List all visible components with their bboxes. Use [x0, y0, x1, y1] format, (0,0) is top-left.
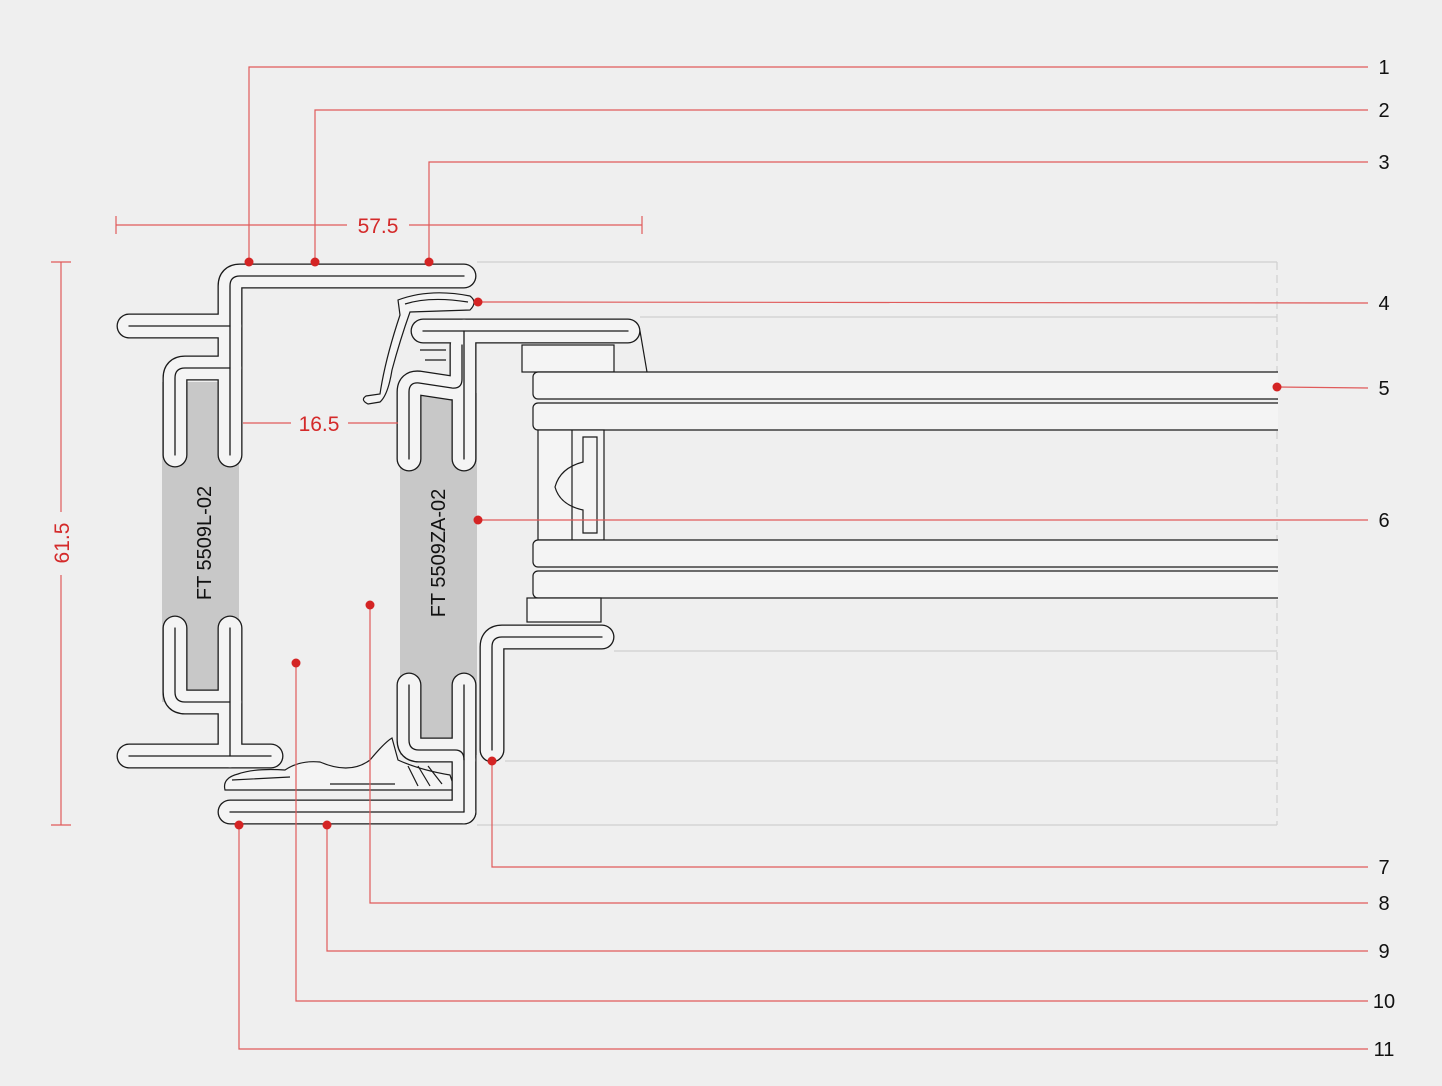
callout-dot-1: [244, 257, 254, 267]
reference-lines: [477, 261, 1278, 826]
profile-tube: [174, 627, 231, 703]
dimension-gap: 16.5: [243, 413, 398, 436]
callout-number-10: 10: [1373, 991, 1395, 1013]
aluminium-profiles: [116, 263, 641, 825]
profile-tube: [479, 624, 615, 763]
callout-dot-9: [322, 820, 332, 830]
profile-tube: [408, 344, 463, 460]
profile-tube: [408, 684, 465, 761]
callout-leader-7: [491, 761, 1368, 868]
gasket-top: [362, 292, 475, 405]
callout-dot-3: [424, 257, 434, 267]
part-code-right: FT 5509ZA-02: [428, 489, 450, 618]
gasket-bottom: [223, 737, 456, 791]
callout-dot-2: [310, 257, 320, 267]
callout-leader-11: [238, 825, 1368, 1050]
callout-leader-8: [369, 605, 1368, 904]
callout-number-1: 1: [1378, 57, 1389, 79]
callout-dot-11: [234, 820, 244, 830]
callout-number-11: 11: [1374, 1039, 1395, 1061]
callout-leader-10: [295, 663, 1368, 1002]
callout-leader-1: [248, 66, 1368, 262]
callout-number-9: 9: [1378, 941, 1389, 963]
callout-dot-10: [291, 658, 301, 668]
profile-tube: [229, 275, 465, 456]
callouts: 1 2 3 4 5 6 7 8 9 10 11: [234, 57, 1395, 1061]
dimension-height: 61.5: [51, 261, 74, 826]
callout-dot-8: [365, 600, 375, 610]
dimension-width: 57.5: [115, 215, 643, 238]
dimension-gap-label: 16.5: [299, 413, 340, 436]
dimension-width-label: 57.5: [358, 215, 399, 238]
callout-leader-2: [314, 109, 1368, 262]
callout-dot-4: [473, 297, 483, 307]
callout-leader-5: [1276, 386, 1369, 389]
glazing-unit: [521, 330, 1298, 623]
callout-number-3: 3: [1378, 152, 1389, 174]
dimension-height-label: 61.5: [51, 523, 74, 564]
callout-dot-5: [1272, 382, 1282, 392]
callout-number-8: 8: [1378, 893, 1389, 915]
part-code-left: FT 5509L-02: [194, 486, 216, 600]
callout-number-5: 5: [1378, 378, 1389, 400]
callout-number-6: 6: [1378, 510, 1389, 532]
profile-tube: [491, 636, 603, 751]
profile-tube: [480, 625, 614, 762]
callout-number-7: 7: [1378, 857, 1389, 879]
callout-number-4: 4: [1378, 293, 1389, 315]
callout-leader-9: [326, 825, 1368, 952]
callout-leader-3: [428, 161, 1368, 262]
callout-dot-6: [473, 515, 483, 525]
callout-dot-7: [487, 756, 497, 766]
callout-leader-4: [477, 301, 1369, 304]
profile-tube: [174, 367, 231, 456]
callout-number-2: 2: [1378, 100, 1389, 122]
